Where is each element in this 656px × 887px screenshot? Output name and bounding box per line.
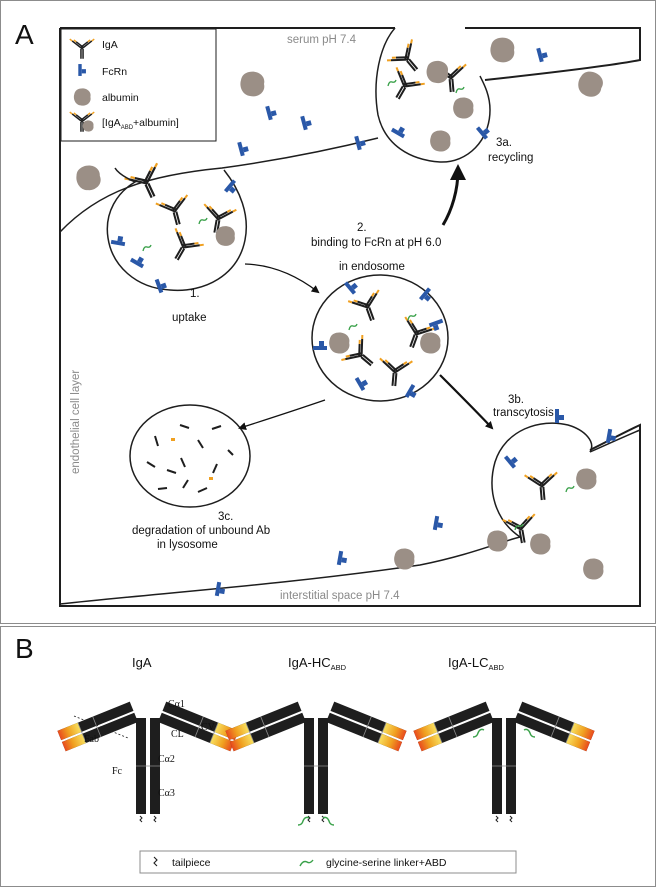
endosome <box>311 274 449 402</box>
step1-number: 1. <box>190 288 200 300</box>
serum-label: serum pH 7.4 <box>287 34 357 46</box>
abd-linker <box>322 816 335 826</box>
label-ca2: Cα2 <box>158 754 175 765</box>
label-fab: Fab <box>84 734 99 745</box>
legend-albumin-label: albumin <box>102 92 139 104</box>
arrow-endosome-to-transcytosis <box>439 374 494 430</box>
panel-b-letter: B <box>15 633 34 664</box>
label-fc: Fc <box>112 766 123 777</box>
title-iga: IgA <box>132 655 152 670</box>
abd-linker <box>472 728 485 738</box>
endothelial-cell-outline <box>60 27 641 81</box>
transcytosis-vesicle <box>491 422 593 538</box>
tailpiece-icon <box>307 815 311 823</box>
abd-linker <box>297 816 310 826</box>
endothelial-label: endothelial cell layer <box>70 370 82 474</box>
label-cl: CL <box>171 729 184 740</box>
iga-hc-abd-structure <box>225 701 407 826</box>
right-fab-arm <box>514 701 595 752</box>
tailpiece-icon <box>153 856 158 867</box>
iga-structure <box>57 701 239 823</box>
legend: IgA FcRn albumin [IgAABD+albumin] <box>60 28 217 142</box>
key-linker-label: glycine-serine linker+ABD <box>326 857 447 869</box>
legend-iga-label: IgA <box>102 39 118 51</box>
lysosome <box>129 404 251 508</box>
label-cv: CV <box>201 722 216 733</box>
step3a-number: 3a. <box>496 137 512 149</box>
degraded-fragments <box>146 424 234 493</box>
panel-a: A IgA FcRn albumin [IgAABD+albumin] seru… <box>0 0 656 624</box>
label-ca1: Cα1 <box>168 699 185 710</box>
step3c-line2: in lysosome <box>157 539 218 551</box>
linker-icon <box>299 859 314 867</box>
step3c-line1: degradation of unbound Ab <box>132 525 270 537</box>
recycling-vesicle <box>375 27 491 163</box>
step1-label: uptake <box>172 312 207 324</box>
key-tailpiece-label: tailpiece <box>172 857 211 869</box>
fab-bracket <box>73 715 129 739</box>
legend-complex-label: [IgAABD+albumin] <box>102 117 179 131</box>
iga-lc-abd-structure <box>413 701 595 823</box>
title-iga-hc: IgA-HCABD <box>288 655 347 672</box>
tailpiece-icon <box>153 815 157 823</box>
tailpiece-icon <box>139 815 143 823</box>
step3a-label: recycling <box>488 152 533 164</box>
arrow-uptake-to-endosome <box>244 263 320 294</box>
serum-albumin <box>240 71 265 97</box>
right-fab-arm <box>326 701 407 752</box>
tailpiece-icon <box>495 815 499 823</box>
tailpiece-icon <box>321 815 325 823</box>
arrow-endosome-to-recycling <box>441 164 466 226</box>
panel-b-key: tailpiece glycine-serine linker+ABD <box>139 850 517 874</box>
serum-albumin <box>490 37 515 63</box>
panel-a-letter: A <box>15 19 34 50</box>
step2-line2: in endosome <box>339 261 405 273</box>
basal-membrane-right <box>59 28 641 607</box>
basal-membrane <box>59 536 521 605</box>
interstitial-label: interstitial space pH 7.4 <box>280 590 400 602</box>
left-fab-arm <box>225 701 306 752</box>
left-fab-arm <box>413 701 494 752</box>
title-iga-lc: IgA-LCABD <box>448 655 504 672</box>
step3b-number: 3b. <box>508 394 524 406</box>
label-ca3: Cα3 <box>158 788 175 799</box>
panel-b: B IgA IgA-HCABD IgA-LCABD Cα1CLCVFabFcCα… <box>0 626 656 887</box>
tailpiece-icon <box>509 815 513 823</box>
step3b-label: transcytosis <box>493 407 554 419</box>
step2-line1: binding to FcRn at pH 6.0 <box>311 237 441 249</box>
left-fab-arm <box>57 701 138 752</box>
legend-fcrn-label: FcRn <box>102 66 127 78</box>
basal-membrane-upper <box>589 429 641 453</box>
arrow-endosome-to-lysosome <box>238 399 326 430</box>
step2-number: 2. <box>357 222 367 234</box>
step3c-number: 3c. <box>218 511 233 523</box>
uptake-vesicle <box>106 167 247 292</box>
abd-linker <box>523 728 536 738</box>
apical-membrane <box>59 137 379 233</box>
